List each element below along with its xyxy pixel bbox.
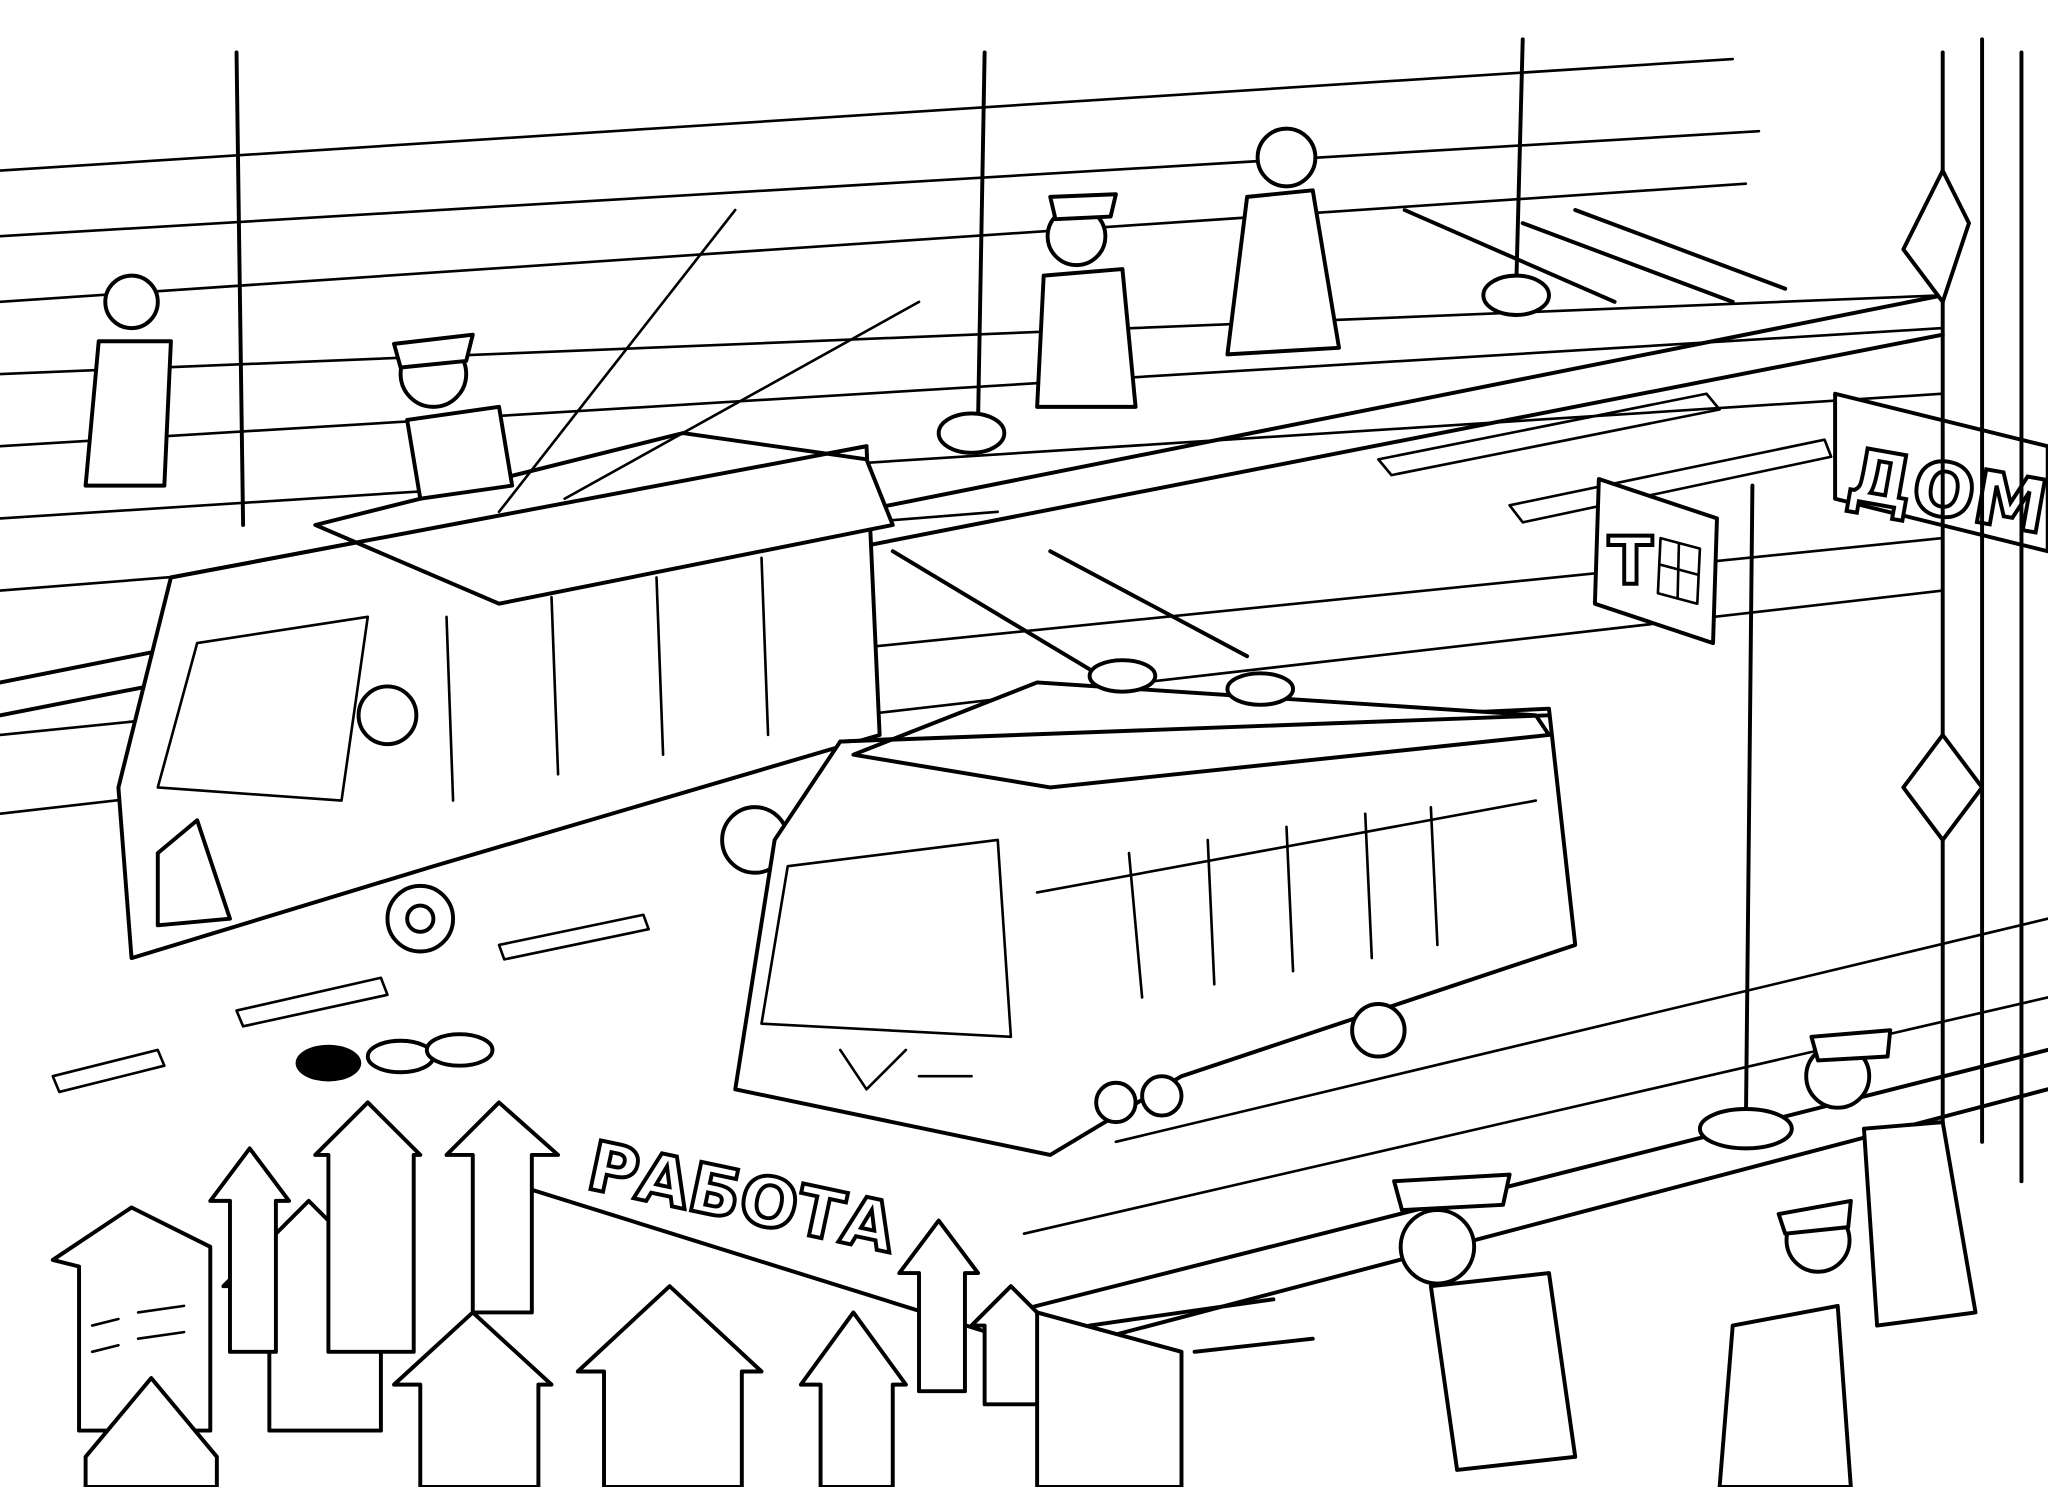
trolley-stop-sign: Т	[1592, 477, 1719, 646]
work-label: РАБОТА	[581, 1127, 903, 1269]
person	[1717, 1198, 1853, 1487]
person	[1804, 1028, 1978, 1328]
street-poles	[234, 37, 1794, 1151]
trolleybus-far	[116, 208, 921, 961]
driver	[356, 684, 419, 747]
person	[1392, 1172, 1578, 1472]
houses	[50, 1100, 1053, 1487]
birds	[295, 1032, 495, 1082]
person	[392, 332, 515, 501]
trolleybus-near	[733, 549, 1578, 1157]
trolley-stop-label: Т	[1608, 524, 1653, 600]
lane-markings	[51, 392, 1833, 1094]
pedestrians	[83, 126, 1978, 1487]
person	[1035, 192, 1138, 409]
bridge-rail	[1035, 1297, 1315, 1487]
person	[83, 273, 173, 488]
person	[1225, 126, 1341, 357]
overhead-wires	[0, 57, 2048, 1236]
building	[1901, 37, 2024, 1184]
